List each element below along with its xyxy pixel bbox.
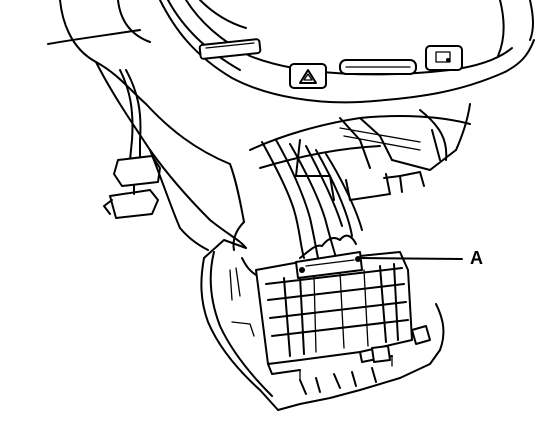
center-wire-bundle	[261, 139, 363, 259]
hazard-switch	[289, 63, 327, 89]
lower-tabs	[299, 325, 431, 395]
callout-a-leader	[359, 257, 463, 260]
left-vent-slot	[198, 38, 262, 60]
center-vent-slot	[339, 59, 417, 75]
dashboard-trim	[47, 0, 535, 105]
panel-opening	[200, 221, 445, 411]
lower-dash-panel	[95, 61, 247, 251]
callout-label-a: A	[470, 248, 483, 268]
connector-coupler	[295, 234, 363, 279]
mounting-bracket	[249, 103, 471, 201]
right-switch	[425, 45, 463, 71]
